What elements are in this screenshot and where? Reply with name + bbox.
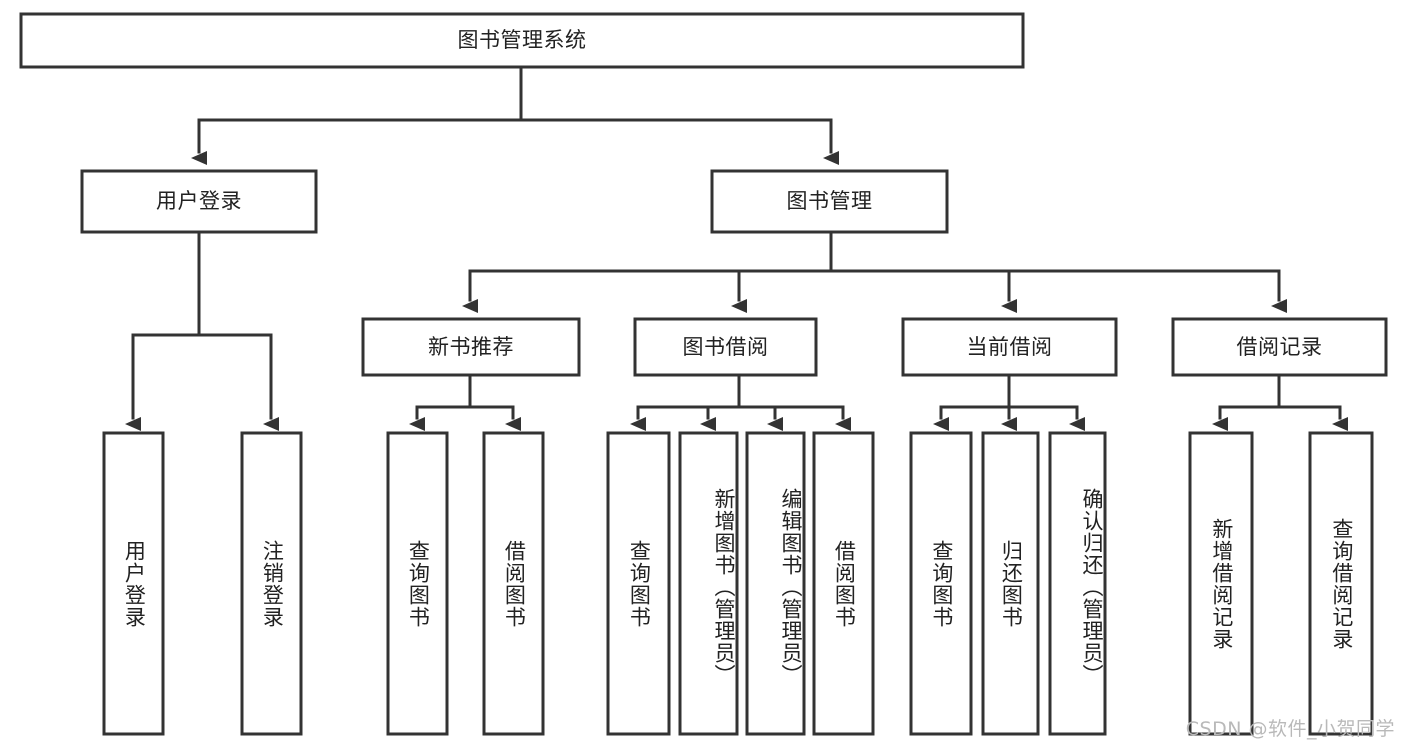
node-box-leaf-add-book xyxy=(678,431,739,736)
watermark-text: CSDN @软件_小贺同学 xyxy=(1185,718,1395,740)
node-box-leaf-confirm-return xyxy=(1048,431,1107,736)
node-box-leaf-borrow-book-2 xyxy=(812,431,875,736)
node-box-leaf-query-book-3 xyxy=(909,431,973,736)
connector-borrow-to-leaves xyxy=(630,373,851,431)
node-box-new-book xyxy=(361,317,581,377)
node-box-leaf-return-book xyxy=(981,431,1040,736)
node-box-leaf-logout xyxy=(240,431,303,736)
node-box-leaf-add-record xyxy=(1188,431,1254,736)
node-box-leaf-query-book-2 xyxy=(606,431,671,736)
connector-newbook-to-leaves xyxy=(409,373,521,431)
node-box-leaf-query-book-1 xyxy=(386,431,449,736)
node-box-book-borrow xyxy=(633,317,818,377)
connector-userlogin-to-leaves xyxy=(125,230,279,431)
node-box-leaf-borrow-book-1 xyxy=(482,431,545,736)
node-box-leaf-user-login xyxy=(102,431,165,736)
node-box-leaf-edit-book xyxy=(745,431,806,736)
node-box-book-management xyxy=(710,169,949,234)
node-box-current-borrow xyxy=(901,317,1118,377)
node-box-root xyxy=(19,12,1025,69)
node-box-borrow-record xyxy=(1171,317,1388,377)
node-box-user-login xyxy=(80,169,318,234)
connector-current-to-leaves xyxy=(933,373,1085,431)
node-box-leaf-query-record xyxy=(1308,431,1374,736)
connector-root-to-level2 xyxy=(191,65,839,165)
connector-bookmgmt-to-level3 xyxy=(462,230,1287,313)
connector-record-to-leaves xyxy=(1212,373,1348,431)
